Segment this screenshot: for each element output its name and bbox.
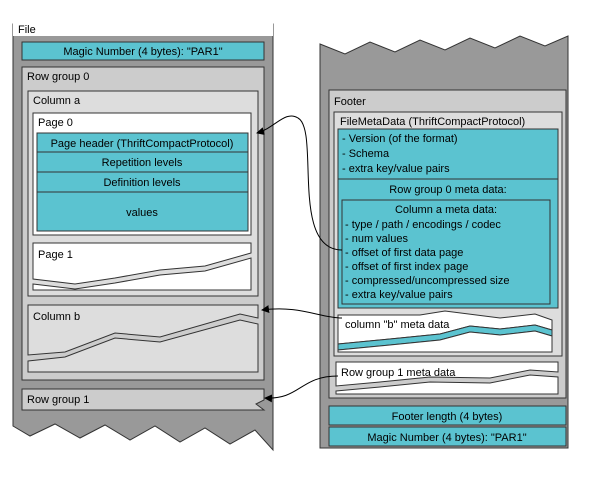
page-1 bbox=[32, 242, 252, 285]
row-group-1-meta-label: Row group 1 meta data bbox=[341, 367, 456, 379]
column-a-meta-field: - num values bbox=[345, 233, 408, 245]
magic-number-header bbox=[21, 41, 265, 61]
footer-container: Footer FileMetaData (ThriftCompactProtoc… bbox=[319, 35, 569, 449]
arrow-to-row-group-1 bbox=[264, 375, 339, 403]
column-a-meta bbox=[341, 199, 551, 305]
column-b bbox=[27, 304, 259, 356]
footer-label: Footer bbox=[334, 96, 366, 108]
values-text: values bbox=[126, 207, 158, 219]
arrow-to-column-b bbox=[261, 305, 343, 319]
page-0-label: Page 0 bbox=[38, 117, 73, 129]
column-a-meta-field: - compressed/uncompressed size bbox=[345, 275, 509, 287]
magic-number-footer-text: Magic Number (4 bytes): "PAR1" bbox=[367, 432, 526, 444]
page-header-text: Page header (ThriftCompactProtocol) bbox=[51, 138, 234, 150]
row-group-1 bbox=[21, 388, 266, 411]
row-group-1-meta-lower-fragment bbox=[335, 374, 559, 395]
column-b-label: Column b bbox=[33, 311, 80, 323]
definition-levels-text: Definition levels bbox=[103, 177, 181, 189]
file-label: File bbox=[18, 24, 36, 36]
repetition-levels-text: Repetition levels bbox=[102, 157, 183, 169]
magic-number-header-text: Magic Number (4 bytes): "PAR1" bbox=[63, 46, 222, 58]
column-a-meta-field: - offset of first data page bbox=[345, 247, 463, 259]
values-box bbox=[36, 191, 249, 232]
page-1-label: Page 1 bbox=[38, 249, 73, 261]
connectors bbox=[256, 115, 343, 403]
row-group-0-meta-label: Row group 0 meta data: bbox=[389, 184, 506, 196]
column-a-label: Column a bbox=[33, 95, 81, 107]
footer-length-box bbox=[328, 405, 567, 426]
column-a-meta-field: - offset of first index page bbox=[345, 261, 468, 273]
file-metadata-field: - Schema bbox=[342, 148, 390, 160]
column-a-meta-field: - extra key/value pairs bbox=[345, 289, 453, 301]
file-metadata-label: FileMetaData (ThriftCompactProtocol) bbox=[340, 116, 525, 128]
column-b-meta-lower-fragment bbox=[337, 330, 553, 353]
file-metadata-fields-box bbox=[337, 128, 559, 180]
footer-length-text: Footer length (4 bytes) bbox=[392, 411, 503, 423]
column-a-meta-field: - type / path / encodings / codec bbox=[345, 219, 501, 231]
column-a-meta-label: Column a meta data: bbox=[395, 204, 497, 216]
row-group-0-label: Row group 0 bbox=[27, 71, 89, 83]
file-header-strip bbox=[13, 20, 273, 36]
file-container: File Magic Number (4 bytes): "PAR1" Row … bbox=[12, 20, 274, 452]
magic-number-footer bbox=[328, 426, 567, 447]
column-b-meta-label: column "b" meta data bbox=[345, 319, 450, 331]
file-metadata-field: - extra key/value pairs bbox=[342, 163, 450, 175]
arrow-to-page-0 bbox=[256, 115, 343, 251]
row-group-1-label: Row group 1 bbox=[27, 394, 89, 406]
page-1-lower-fragment bbox=[32, 257, 252, 291]
row-group-1-meta bbox=[335, 361, 559, 387]
column-b-lower-fragment bbox=[27, 319, 259, 373]
file-metadata-field: - Version (of the format) bbox=[342, 133, 458, 145]
